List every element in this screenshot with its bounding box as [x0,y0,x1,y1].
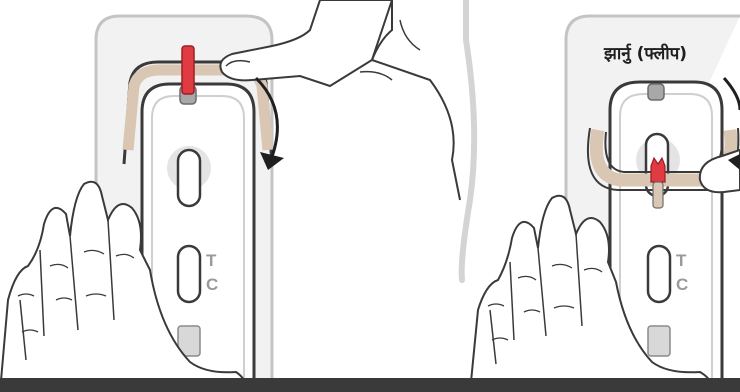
left-result-window [178,246,200,302]
flip-label: झार्नु (फ्लीप) [604,46,687,63]
left-sample-well [178,150,200,206]
panel-separator [462,0,475,280]
bottom-bar [0,378,740,392]
right-t-marker: T [676,251,687,270]
right-result-window [648,246,670,302]
right-qr-patch [648,326,670,356]
right-top-notch [648,84,664,100]
left-c-marker: C [206,275,218,294]
right-c-marker: C [676,275,688,294]
left-panel: T C [0,0,460,392]
left-t-marker: T [206,251,217,270]
left-red-swab [182,46,194,94]
left-hand-outline-icon [372,0,460,200]
right-flip-arrow-icon [724,78,740,110]
right-swab-stick [653,182,663,208]
right-panel: T C [470,16,740,392]
